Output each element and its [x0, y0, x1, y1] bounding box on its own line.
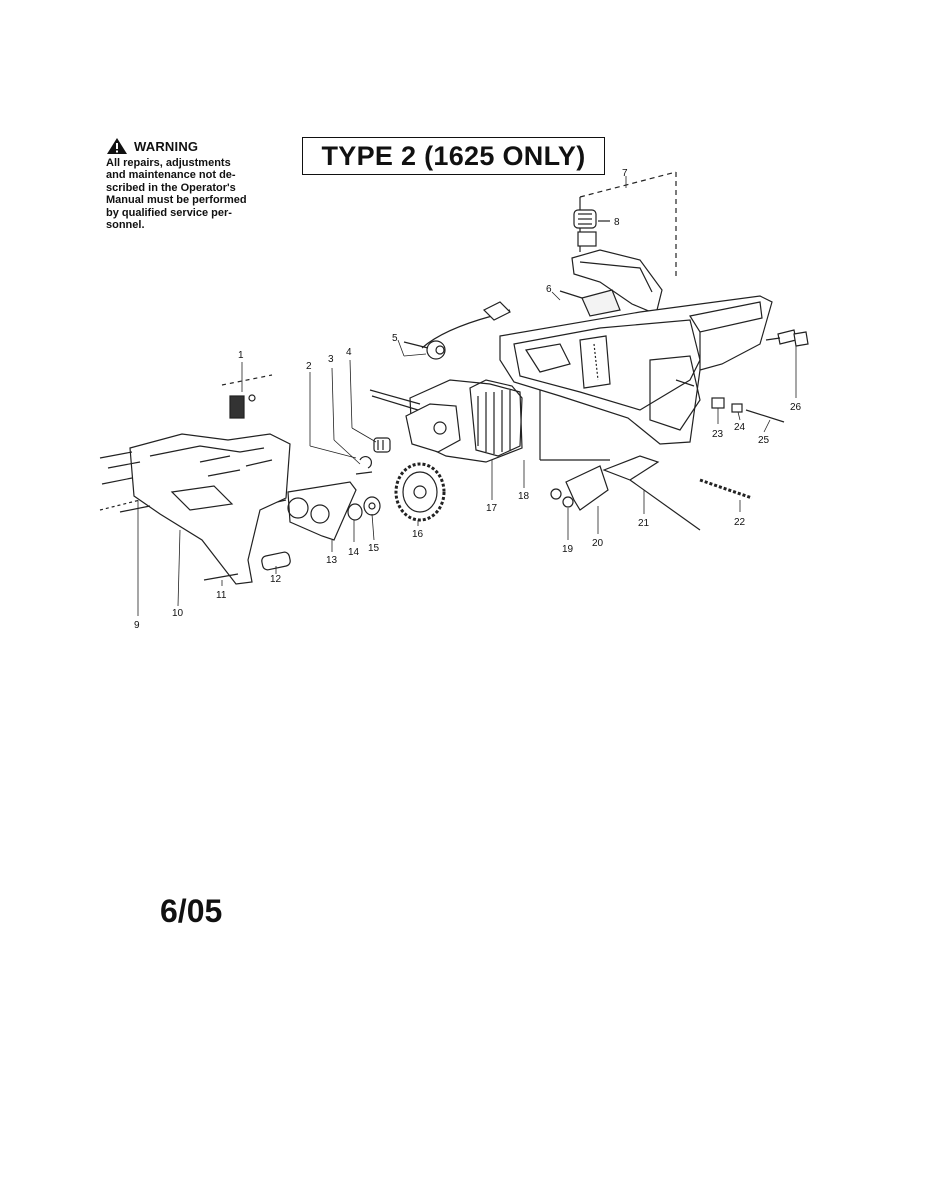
callout-26: 26 — [790, 402, 802, 413]
callout-6: 6 — [546, 284, 552, 295]
warning-line: by qualified service per- — [106, 206, 232, 219]
warning-notice: WARNING All repairs, adjustments and mai… — [106, 137, 274, 231]
callout-12: 12 — [270, 574, 282, 585]
warning-triangle-icon — [107, 138, 127, 154]
motor-housing — [499, 295, 773, 460]
callout-10: 10 — [172, 608, 184, 619]
callout-11: 11 — [216, 590, 227, 601]
callout-labels: 1 2 3 4 5 6 7 8 9 10 11 12 13 14 15 16 1… — [134, 168, 802, 631]
warning-text: All repairs, adjustments and maintenance… — [106, 157, 274, 231]
callout-8: 8 — [614, 217, 620, 228]
gasket-plate — [261, 481, 357, 571]
callout-17: 17 — [486, 503, 498, 514]
callout-7: 7 — [622, 168, 628, 179]
callout-1: 1 — [238, 350, 244, 361]
diagram-title-box: TYPE 2 (1625 ONLY) — [302, 137, 605, 175]
callout-5: 5 — [392, 333, 398, 344]
warning-line: All repairs, adjustments — [106, 157, 231, 169]
callout-14: 14 — [348, 547, 360, 558]
callout-13: 13 — [326, 555, 338, 566]
callout-15: 15 — [368, 543, 380, 554]
motor — [369, 379, 523, 463]
warning-line: scribed in the Operator's — [106, 181, 236, 194]
diagram-title: TYPE 2 (1625 ONLY) — [321, 140, 586, 171]
callout-18: 18 — [518, 491, 530, 502]
revision-date: 6/05 — [160, 893, 223, 929]
warning-heading: WARNING — [134, 138, 199, 154]
callout-20: 20 — [592, 538, 604, 549]
callout-4: 4 — [346, 347, 352, 358]
warning-line: sonnel. — [106, 219, 145, 232]
pinion-and-ring — [355, 437, 391, 475]
leader-lines — [137, 176, 797, 616]
sprocket-cover — [99, 433, 291, 585]
handle-assembly — [559, 171, 677, 317]
callout-3: 3 — [328, 354, 334, 365]
callout-16: 16 — [412, 529, 424, 540]
callout-23: 23 — [712, 429, 724, 440]
warning-heading-row: WARNING — [106, 137, 274, 155]
part-1-decal — [221, 374, 273, 419]
callout-19: 19 — [562, 544, 574, 555]
cord-clip — [403, 301, 512, 360]
callout-25: 25 — [758, 435, 770, 446]
warning-line: Manual must be performed — [106, 194, 247, 207]
callout-21: 21 — [638, 518, 650, 529]
callout-2: 2 — [306, 361, 312, 372]
tensioner-parts — [711, 329, 809, 423]
warning-line: and maintenance not de- — [106, 169, 236, 182]
bar-and-chain — [540, 455, 753, 531]
washer-and-nut — [347, 496, 381, 521]
drive-gear — [394, 462, 446, 522]
callout-24: 24 — [734, 422, 746, 433]
callout-22: 22 — [734, 517, 746, 528]
callout-9: 9 — [134, 620, 140, 631]
